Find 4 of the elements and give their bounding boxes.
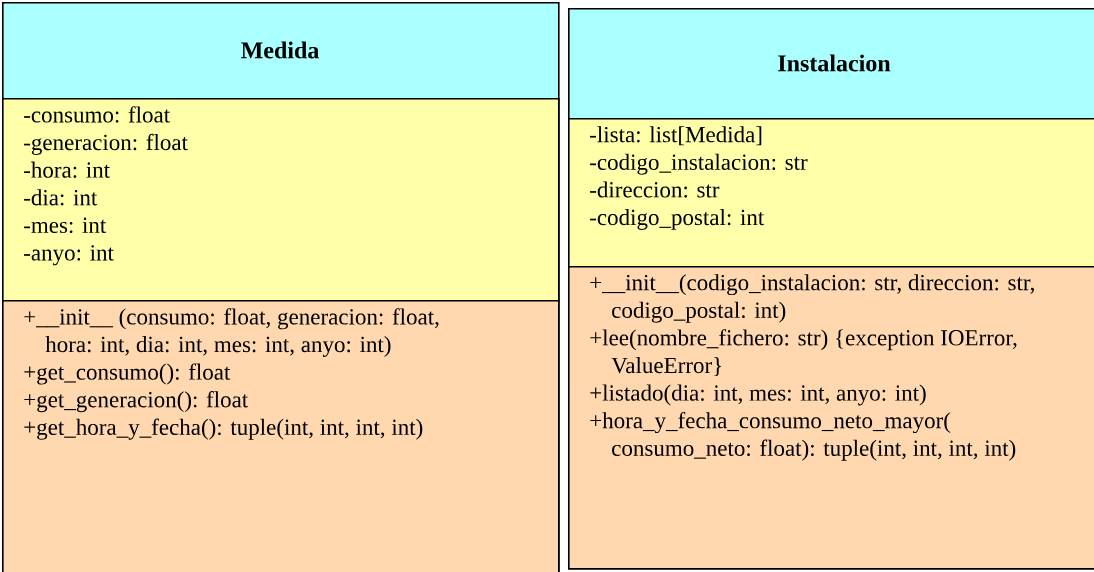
attributes-compartment: -lista: list[Medida] -codigo_instalacion: str -direccion: str -codigo_postal: int	[568, 118, 1094, 268]
methods-compartment: +__init__(codigo_instalacion: str, direccion: str, codigo_postal: int) +lee(nombre_fichero: str) {exception IOError, ValueError} +listado(dia: int, mes: int, anyo: int) +hora_y_fecha_consumo_neto_mayor( consumo_neto: float): tuple(int, int, int, int)	[568, 266, 1094, 570]
attributes-compartment: -consumo: float -generacion: float -hora: int -dia: int -mes: int -anyo: int	[2, 98, 560, 302]
methods-compartment: +__init__ (consumo: float, generacion: float, hora: int, dia: int, mes: int, anyo: int) +get_consumo(): float +get_generacion(): float +get_hora_y_fecha(): tuple(int, int, int, int)	[2, 300, 560, 572]
